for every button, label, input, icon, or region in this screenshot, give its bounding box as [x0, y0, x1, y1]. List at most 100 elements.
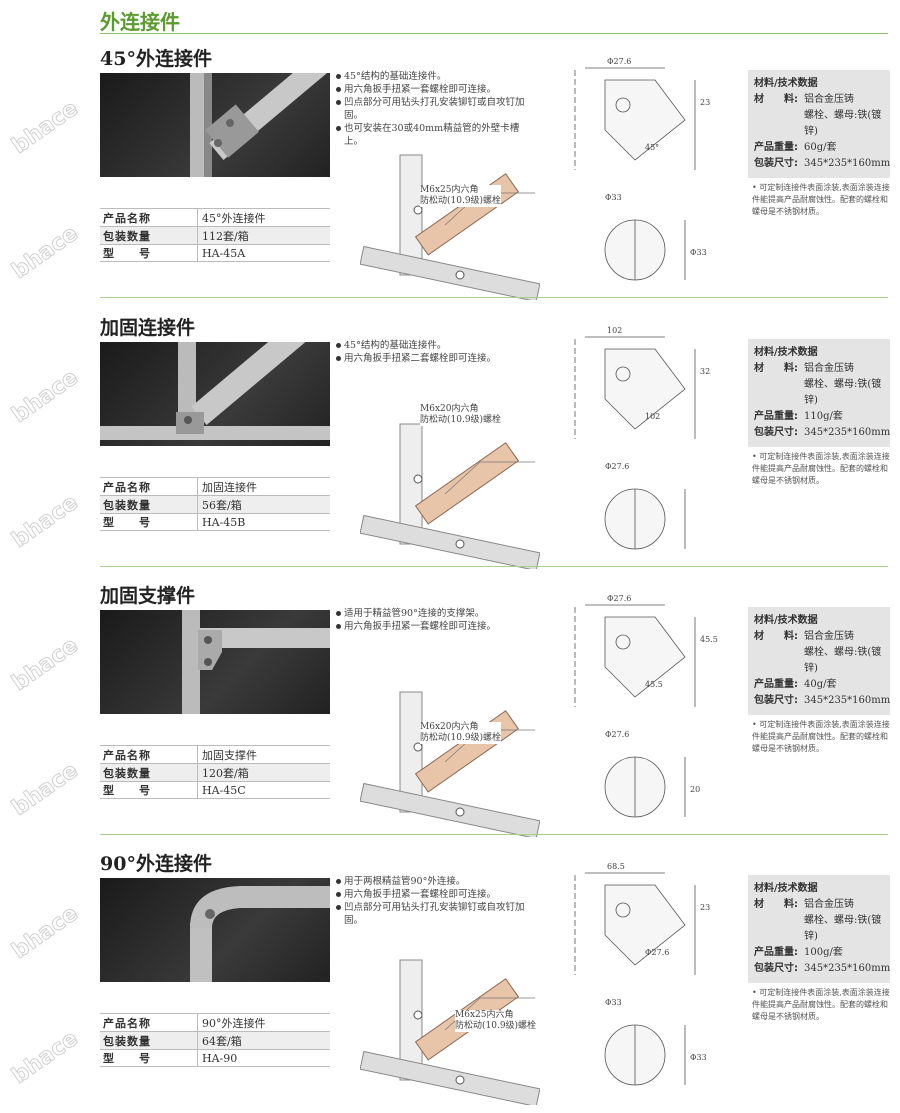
watermark: bhace: [7, 900, 83, 965]
size-value: 345*235*160mm: [804, 158, 891, 169]
coating-note: • 可定制连接件表面涂装,表面涂装连接件能提高产品耐腐蚀性。配套的螺栓和螺母是不…: [752, 720, 890, 753]
callout-line: M6x25内六角: [455, 1010, 514, 1020]
feature-item: 45°结构的基础连接件。: [335, 339, 525, 352]
tech-title: 材料/技术数据: [754, 347, 818, 358]
feature-list: 适用于精益管90°连接的支撑架。用六角扳手扭紧一套螺栓即可连接。: [335, 607, 525, 633]
bolt-callout: M6x20内六角防松动(10.9级)螺栓: [420, 404, 502, 426]
product-photo: [100, 73, 330, 177]
coating-note: • 可定制连接件表面涂装,表面涂装连接件能提高产品耐腐蚀性。配套的螺栓和螺母是不…: [752, 988, 890, 1021]
bolt-callout: M6x25内六角防松动(10.9级)螺栓: [420, 185, 502, 207]
dimension-label: 23: [700, 903, 710, 912]
material-label: 材 料:: [754, 363, 798, 374]
dimension-label: Φ33: [690, 248, 707, 257]
feature-item: 用于两根精益管90°外连接。: [335, 875, 525, 888]
feature-item: 45°结构的基础连接件。: [335, 70, 525, 83]
material-value: 铝合金压铸: [804, 94, 854, 105]
feature-item: 用六角扳手扭紧一套螺栓即可连接。: [335, 888, 525, 901]
material-value: 螺栓、螺母:铁(镀锌): [804, 379, 882, 406]
spec-label: 型 号: [103, 1052, 151, 1065]
technical-drawing: Φ27.6 23 45° Φ33 Φ33: [574, 57, 710, 281]
callout-line: M6x25内六角: [420, 185, 479, 195]
dimension-label: 68.5: [607, 862, 625, 871]
spec-label: 产品名称: [103, 211, 151, 225]
tech-data-box: 材料/技术数据 材 料:铝合金压铸螺栓、螺母:铁(镀锌) 产品重量:100g/套…: [748, 875, 890, 983]
spec-label: 包装数量: [103, 229, 151, 243]
dimension-label: Φ27.6: [607, 57, 631, 66]
dimension-label: 102: [645, 412, 660, 421]
spec-label: 包装数量: [103, 498, 151, 512]
spec-value: 加固支撑件: [197, 746, 330, 763]
dimension-label: Φ33: [690, 1053, 707, 1062]
tech-data-box: 材料/技术数据 材 料:铝合金压铸螺栓、螺母:铁(镀锌) 产品重量:110g/套…: [748, 339, 890, 447]
spec-value: 120套/箱: [197, 764, 330, 781]
size-label: 包装尺寸:: [754, 427, 798, 438]
dimension-label: Φ33: [605, 998, 622, 1007]
spec-table: 产品名称 45°外连接件包装数量 112套/箱型 号 HA-45A: [100, 208, 330, 262]
product-title: 45°外连接件: [100, 48, 212, 70]
dimension-label: Φ27.6: [645, 948, 669, 957]
dimension-label: 102: [607, 326, 622, 335]
callout-line: M6x20内六角: [420, 404, 479, 414]
feature-list: 45°结构的基础连接件。用六角扳手扭紧二套螺栓即可连接。: [335, 339, 525, 365]
spec-value: HA-90: [197, 1050, 330, 1066]
dimension-label: Φ27.6: [607, 594, 631, 603]
spec-value: HA-45C: [197, 782, 330, 798]
material-value: 铝合金压铸: [804, 899, 854, 910]
product-photo: [100, 878, 330, 982]
size-value: 345*235*160mm: [804, 427, 891, 438]
section-divider: [100, 834, 888, 835]
watermark: bhace: [7, 364, 83, 429]
watermark: bhace: [7, 1025, 83, 1090]
assembly-illustration: [360, 691, 540, 837]
tech-data-box: 材料/技术数据 材 料:铝合金压铸螺栓、螺母:铁(镀锌) 产品重量:60g/套 …: [748, 70, 890, 178]
assembly-illustration: [360, 423, 540, 569]
weight-label: 产品重量:: [754, 947, 798, 958]
spec-label: 产品名称: [103, 480, 151, 494]
feature-list: 45°结构的基础连接件。用六角扳手扭紧一套螺栓即可连接。凹点部分可用钻头打孔安装…: [335, 70, 525, 148]
spec-label: 型 号: [103, 247, 151, 260]
spec-row: 产品名称 45°外连接件: [100, 208, 330, 226]
material-label: 材 料:: [754, 899, 798, 910]
product-photo: [100, 342, 330, 446]
feature-item: 用六角扳手扭紧一套螺栓即可连接。: [335, 620, 525, 633]
spec-label: 型 号: [103, 516, 151, 529]
spec-value: HA-45A: [197, 245, 330, 261]
watermark: bhace: [7, 220, 83, 285]
spec-label: 产品名称: [103, 1016, 151, 1030]
callout-line: 防松动(10.9级)螺栓: [420, 415, 502, 425]
dimension-label: Φ27.6: [605, 730, 629, 739]
size-label: 包装尺寸:: [754, 695, 798, 706]
spec-row: 包装数量 56套/箱: [100, 495, 330, 513]
spec-value: 56套/箱: [197, 496, 330, 513]
size-value: 345*235*160mm: [804, 695, 891, 706]
bolt-callout: M6x20内六角防松动(10.9级)螺栓: [420, 722, 502, 744]
dimension-label: Φ33: [605, 193, 622, 202]
section-divider: [100, 566, 888, 567]
tech-title: 材料/技术数据: [754, 78, 818, 89]
weight-value: 100g/套: [804, 947, 843, 958]
technical-drawing: 68.5 23 Φ27.6 Φ33 Φ33: [574, 862, 710, 1086]
tech-column: 材料/技术数据 材 料:铝合金压铸螺栓、螺母:铁(镀锌) 产品重量:100g/套…: [748, 875, 890, 1023]
feature-item: 凹点部分可用钻头打孔安装铆钉或自攻钉加固。: [335, 901, 525, 927]
spec-value: 45°外连接件: [197, 209, 330, 226]
weight-value: 110g/套: [804, 411, 843, 422]
weight-label: 产品重量:: [754, 679, 798, 690]
dimension-label: 32: [700, 367, 710, 376]
spec-row: 产品名称加固连接件: [100, 477, 330, 495]
size-value: 345*235*160mm: [804, 963, 891, 974]
spec-row: 产品名称加固支撑件: [100, 745, 330, 763]
section-divider: [100, 297, 888, 298]
feature-item: 凹点部分可用钻头打孔安装铆钉或自攻钉加固。: [335, 96, 525, 122]
technical-drawing: 102 32 102 Φ27.6: [574, 326, 710, 550]
spec-row: 型 号 HA-45A: [100, 244, 330, 262]
weight-value: 60g/套: [804, 142, 837, 153]
weight-label: 产品重量:: [754, 142, 798, 153]
spec-value: 112套/箱: [197, 227, 330, 244]
